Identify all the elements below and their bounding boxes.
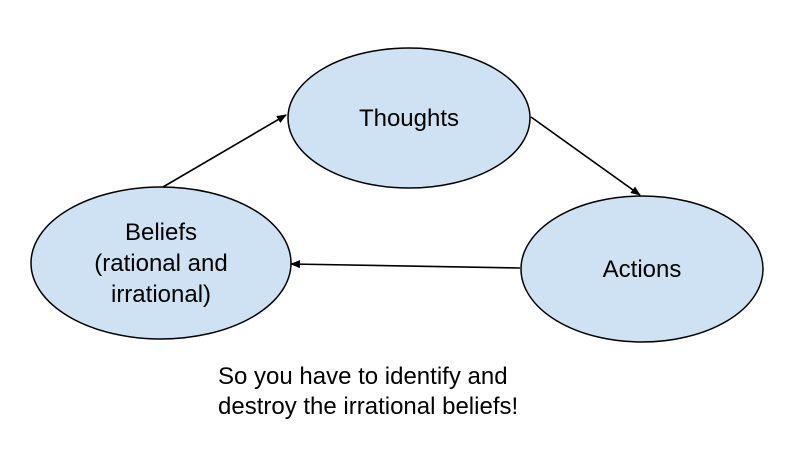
diagram-caption: So you have to identify and destroy the … <box>218 362 638 422</box>
node-actions-label: Actions <box>603 256 682 283</box>
edge-beliefs-to-thoughts <box>162 114 287 188</box>
node-thoughts: Thoughts <box>287 47 531 189</box>
caption-line-1: So you have to identify and <box>218 363 508 390</box>
node-actions-shape <box>520 195 764 343</box>
node-beliefs-label-line-2: (rational and <box>94 250 227 277</box>
caption-line-2: destroy the irrational beliefs! <box>218 393 519 420</box>
node-beliefs-shape <box>30 186 292 340</box>
edge-actions-to-beliefs <box>290 260 521 269</box>
node-thoughts-shape <box>287 47 531 189</box>
node-beliefs-label-line-3: irrational) <box>111 281 211 308</box>
node-beliefs-label-line-1: Beliefs <box>125 219 197 246</box>
node-thoughts-label: Thoughts <box>359 105 459 132</box>
node-beliefs: Beliefs (rational and irrational) <box>30 186 292 340</box>
edge-thoughts-to-actions <box>530 116 641 196</box>
node-actions: Actions <box>520 195 764 343</box>
